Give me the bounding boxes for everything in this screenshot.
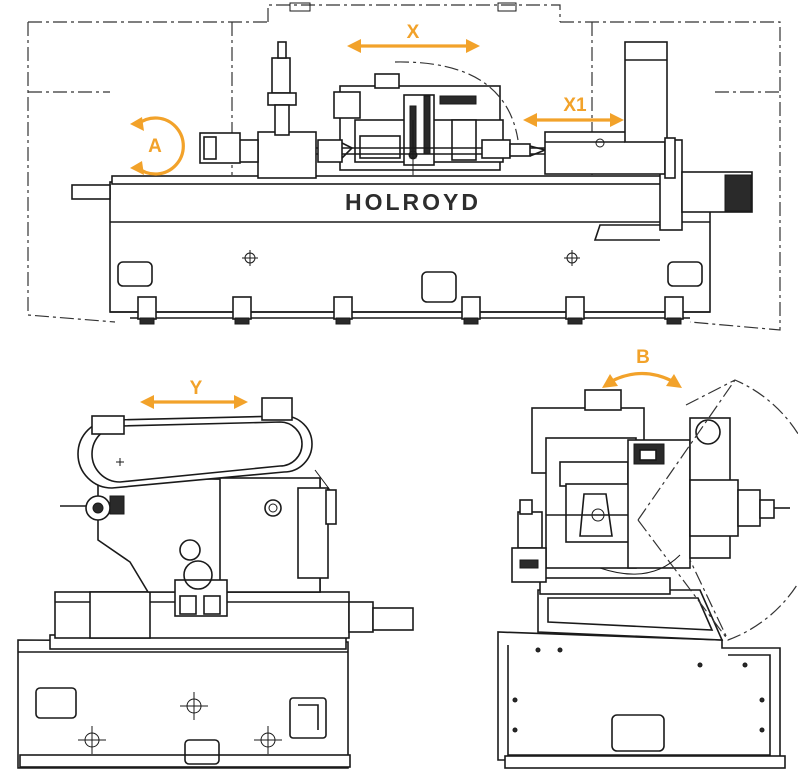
end-view: B [497,347,798,769]
x1-axis-label: X1 [563,95,587,116]
x-axis-label: X [407,22,420,43]
y-axis-arrow: Y [140,378,248,409]
a-rotation-arrow: A [130,116,185,176]
front-view: HOLROYD X X1 A [27,2,781,331]
x1-axis-arrow: X1 [523,95,624,127]
side-view: Y [17,378,414,769]
y-axis-label: Y [190,378,203,399]
b-rotation-label: B [636,347,650,368]
b-rotation-arrow: B [602,347,682,388]
a-rotation-label: A [148,136,162,157]
x-axis-arrow: X [347,22,480,53]
brand-label: HOLROYD [345,189,481,215]
